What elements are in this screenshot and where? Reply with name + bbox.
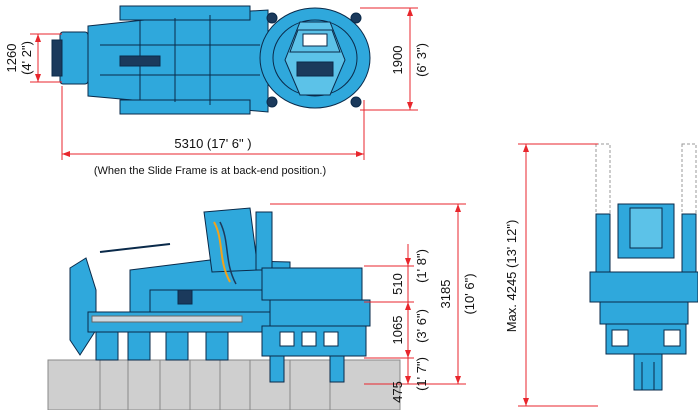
dim-middle-imperial: (3' 6") [414,309,429,343]
dim-lower-metric: 475 [390,381,405,403]
top-view-machine [51,5,371,115]
dim-width-track-metric: 1900 [390,46,405,75]
dim-width-body [30,33,62,83]
dim-width-track-imperial: (6' 3") [414,43,429,77]
side-view-ground [47,359,401,410]
dim-length-note: (When the Slide Frame is at back-end pos… [94,165,326,177]
side-view-machine [69,207,371,383]
dim-width-body-metric: 1260 [4,44,19,73]
dim-max-height-text: Max. 4245 (13' 12") [504,220,519,333]
dim-total-height-imperial: (10' 6") [462,273,477,314]
dim-total-height [270,203,466,385]
dim-length-text: 5310 (17' 6" ) [174,136,251,151]
dim-width-track [360,7,418,111]
front-view-machine [589,143,698,391]
dim-width-body-imperial: (4' 2") [19,41,34,75]
dim-total-height-metric: 3185 [438,280,453,309]
dim-middle-metric: 1065 [390,316,405,345]
dim-max-height [518,143,598,407]
dim-upper-imperial: (1' 8") [414,249,429,283]
dim-lower-imperial: (1' 7") [414,357,429,391]
dim-stack [364,244,414,385]
dim-length [61,86,365,160]
dim-upper-metric: 510 [390,273,405,295]
